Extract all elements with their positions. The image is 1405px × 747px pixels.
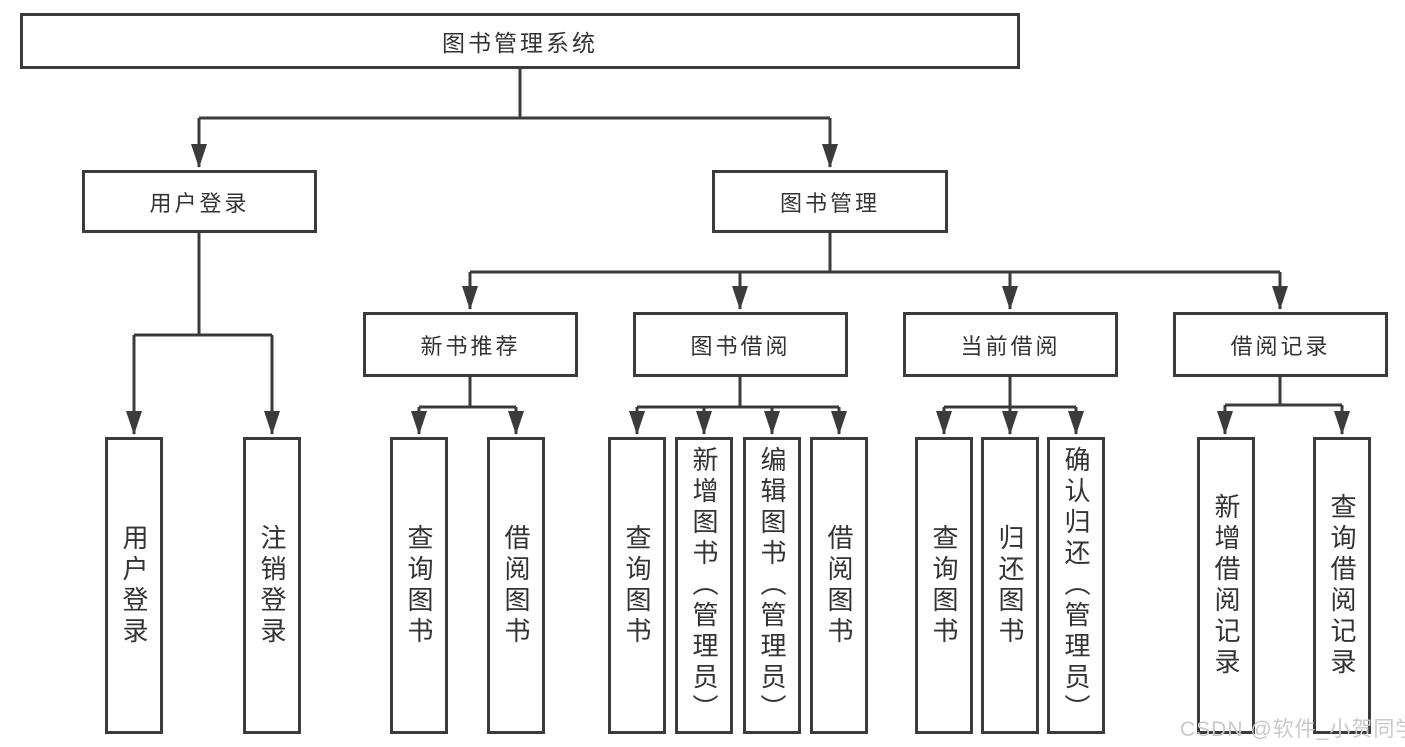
csdn-watermark: CSDN @软件_小贺同学 xyxy=(1180,718,1405,741)
node-label: 图书管理系统 xyxy=(442,30,598,56)
leaf-confirm-return-admin: 确认归还（管理员） xyxy=(1047,437,1105,734)
leaf-borrow-books: 借阅图书 xyxy=(487,437,545,734)
connector-elbows xyxy=(134,68,1342,409)
node-root-library-system: 图书管理系统 xyxy=(20,13,1020,69)
leaf-label: 新增借阅记录 xyxy=(1211,492,1241,679)
leaf-add-borrow-record: 新增借阅记录 xyxy=(1197,437,1255,734)
leaf-label: 借阅图书 xyxy=(501,523,531,648)
leaf-add-books-admin: 新增图书（管理员） xyxy=(675,437,733,734)
leaf-query-books: 查询图书 xyxy=(915,437,973,734)
leaf-label: 用户登录 xyxy=(119,523,149,648)
leaf-query-books: 查询图书 xyxy=(390,437,448,734)
node-label: 用户登录 xyxy=(149,190,250,216)
node-current-borrow: 当前借阅 xyxy=(903,312,1118,377)
node-new-book-recommend: 新书推荐 xyxy=(363,312,578,377)
leaf-label: 确认归还（管理员） xyxy=(1061,446,1091,725)
leaf-query-books: 查询图书 xyxy=(608,437,666,734)
leaf-label: 查询图书 xyxy=(929,523,959,648)
leaf-query-borrow-record: 查询借阅记录 xyxy=(1313,437,1371,734)
leaf-label: 新增图书（管理员） xyxy=(689,446,719,725)
leaf-label: 借阅图书 xyxy=(824,523,854,648)
node-borrow-record: 借阅记录 xyxy=(1173,312,1388,377)
leaf-borrow-books: 借阅图书 xyxy=(810,437,868,734)
leaf-label: 查询借阅记录 xyxy=(1327,492,1357,679)
node-label: 图书借阅 xyxy=(690,333,791,359)
node-label: 借阅记录 xyxy=(1230,333,1331,359)
node-user-login: 用户登录 xyxy=(82,170,317,233)
node-label: 图书管理 xyxy=(779,190,880,216)
leaf-label: 查询图书 xyxy=(622,523,652,648)
leaf-logout-login: 注销登录 xyxy=(243,437,301,734)
node-book-borrow: 图书借阅 xyxy=(633,312,848,377)
node-book-management: 图书管理 xyxy=(712,170,948,233)
leaf-return-books: 归还图书 xyxy=(981,437,1039,734)
leaf-label: 编辑图书（管理员） xyxy=(757,446,787,725)
leaf-label: 归还图书 xyxy=(995,523,1025,648)
leaf-edit-books-admin: 编辑图书（管理员） xyxy=(743,437,801,734)
leaf-label: 查询图书 xyxy=(404,523,434,648)
leaf-label: 注销登录 xyxy=(257,523,287,648)
leaf-user-login: 用户登录 xyxy=(105,437,163,734)
node-label: 当前借阅 xyxy=(960,333,1061,359)
node-label: 新书推荐 xyxy=(420,333,521,359)
